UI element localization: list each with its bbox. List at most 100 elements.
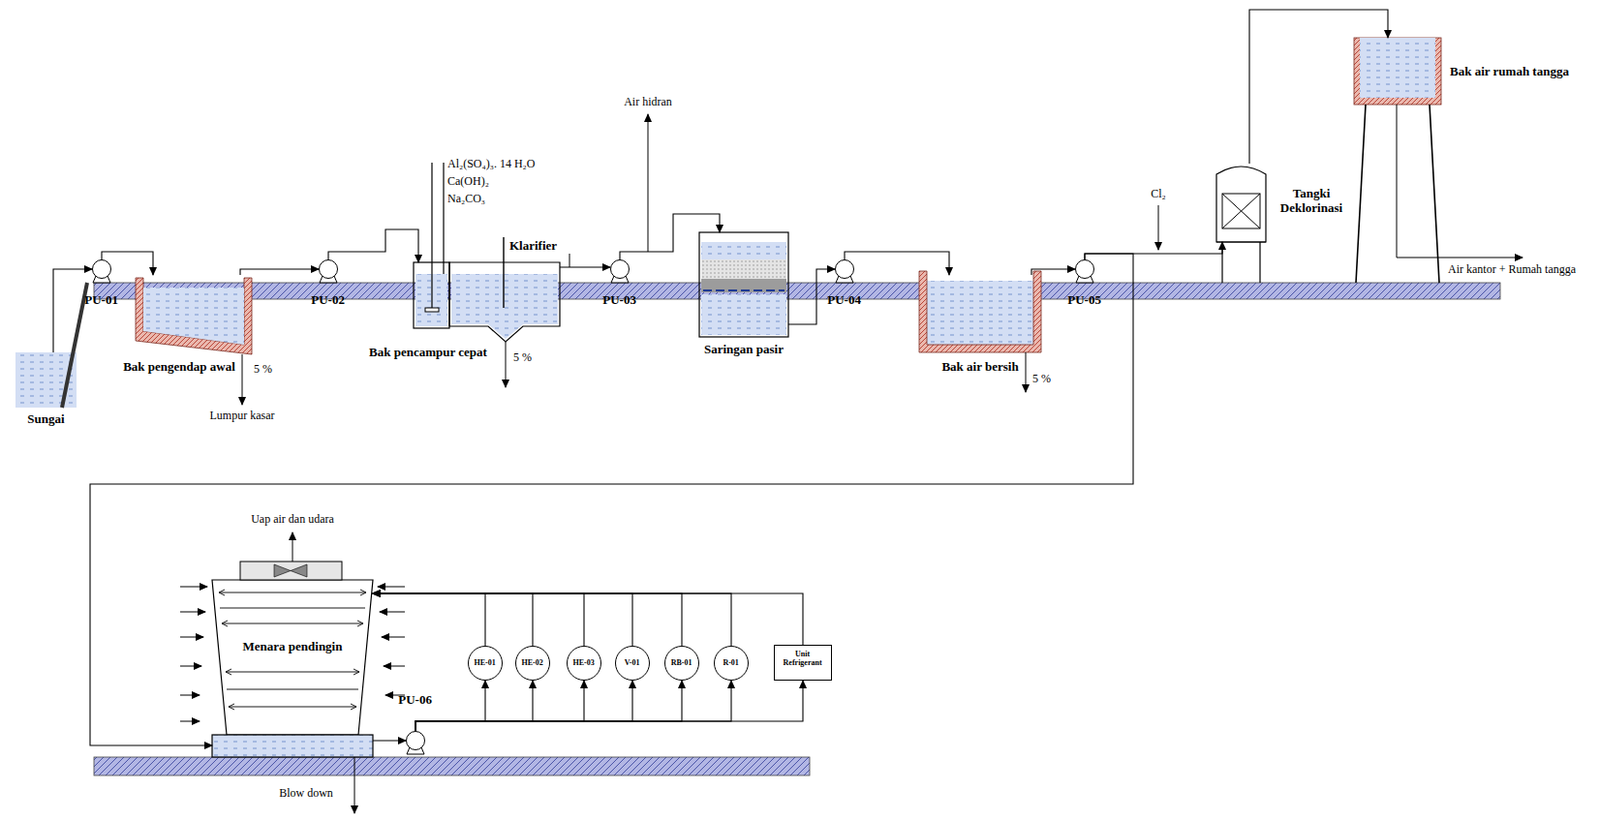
cooling-tower xyxy=(212,580,373,736)
dechlorination-tank xyxy=(1216,166,1266,243)
ground xyxy=(93,282,1501,776)
pump-symbol: PU-05 xyxy=(1075,259,1095,279)
node-label: Bak pengendap awal xyxy=(106,360,252,375)
node-label: HE-02 xyxy=(515,658,551,668)
annotation: Ca(OH)₂ xyxy=(447,174,574,188)
cooling-tower xyxy=(180,695,200,697)
pipe-connector xyxy=(415,680,732,732)
node-label: Klarifier xyxy=(509,239,578,254)
cooling-tower xyxy=(354,757,356,814)
node-label: Unit Refrigerant xyxy=(775,649,831,668)
cooling-tower xyxy=(180,666,202,668)
annotation: Blow down xyxy=(267,786,345,800)
mixer-clarifier xyxy=(425,307,439,312)
cooling-tower xyxy=(240,561,342,581)
annotation: Cl₂ xyxy=(1138,186,1178,201)
cooling-tower xyxy=(180,637,204,639)
pipe-connector xyxy=(415,680,682,732)
sand-filter xyxy=(701,294,787,336)
equipment-circle: R-01 xyxy=(713,646,749,681)
sand-filter xyxy=(701,242,787,260)
pump-symbol: PU-04 xyxy=(834,259,855,279)
pipe-connector xyxy=(372,593,682,647)
pump-symbol: PU-02 xyxy=(318,259,339,279)
node-label: PU-03 xyxy=(590,293,649,308)
pipe-connector xyxy=(415,680,633,732)
clean-water-tank xyxy=(926,280,1034,345)
mixer-clarifier xyxy=(505,341,507,388)
cooling-tower xyxy=(292,532,294,562)
river: Sungai xyxy=(15,352,77,408)
pipe-connector xyxy=(559,266,611,268)
sand-filter xyxy=(701,259,787,279)
pipe-connector xyxy=(415,680,803,732)
ground xyxy=(93,282,1501,300)
node-label: PU-01 xyxy=(72,293,131,308)
node-label: Sungai xyxy=(5,412,87,428)
node-label: Bak air rumah tangga xyxy=(1449,64,1596,80)
hydrant-line xyxy=(647,114,649,252)
pipe-connector xyxy=(372,593,585,647)
node-label: V-01 xyxy=(615,658,650,668)
pipe-connector xyxy=(1084,242,1223,260)
sand-filter xyxy=(701,278,787,293)
node-label: HE-01 xyxy=(467,658,503,668)
river xyxy=(61,282,88,408)
dechlorination-tank: Tangki Deklorinasi xyxy=(1216,163,1266,243)
cooling-tower xyxy=(180,721,200,723)
settling-tank xyxy=(143,287,245,345)
cooling-tower xyxy=(180,532,405,814)
annotation: 5 % xyxy=(1032,371,1072,386)
annotation: Na₂CO₃ xyxy=(447,191,574,206)
equipment-circle: HE-01 xyxy=(467,646,503,681)
sand-filter xyxy=(699,232,789,338)
mixer-clarifier xyxy=(569,253,571,268)
annotation: Lumpur kasar xyxy=(193,408,291,423)
pipe-connector xyxy=(372,593,533,647)
clean-water-tank xyxy=(1025,352,1027,393)
sand-filter xyxy=(703,289,785,292)
pipe-connector xyxy=(372,593,633,647)
pump-symbol: PU-01 xyxy=(92,259,112,279)
water-tower xyxy=(1359,37,1436,98)
settling-tank: Bak pengendap awal xyxy=(135,275,252,353)
equipment-circle: HE-02 xyxy=(515,646,551,681)
river xyxy=(15,282,88,408)
mixer-clarifier xyxy=(451,274,558,339)
pipe-connector xyxy=(372,593,732,647)
node-label: PU-04 xyxy=(815,293,874,308)
pipe-connector xyxy=(1249,9,1388,164)
annotation: 5 % xyxy=(253,362,293,376)
mixer-clarifier xyxy=(442,162,444,275)
sand-filter xyxy=(699,232,789,338)
node-label: R-01 xyxy=(713,658,749,668)
node-label: RB-01 xyxy=(664,658,700,668)
settling-tank xyxy=(242,354,244,405)
pipe-connector xyxy=(372,593,486,647)
pipe-connector xyxy=(372,739,406,741)
equipment-circle: V-01 xyxy=(615,646,650,681)
pump-symbol: PU-06 xyxy=(405,731,426,751)
mixer-clarifier xyxy=(502,237,504,308)
hydrant-line xyxy=(647,114,649,252)
dechlorination-tank xyxy=(1216,242,1266,283)
water-tower xyxy=(1353,37,1442,105)
pipe-connector xyxy=(619,214,720,260)
equipment-circle: RB-01 xyxy=(664,646,700,681)
node-label: HE-03 xyxy=(566,658,602,668)
clean-water-tank xyxy=(919,271,1042,393)
clean-water-tank: Bak air bersih xyxy=(919,275,1042,353)
sand-filter: Saringan pasir xyxy=(699,232,789,338)
cooling-tower xyxy=(381,637,405,639)
cooling-tower: Menara pendingin xyxy=(212,580,373,758)
cooling-tower xyxy=(212,735,373,758)
node-label: PU-05 xyxy=(1055,293,1114,308)
clarifier: Klarifier xyxy=(449,262,560,327)
node-label: Bak air bersih xyxy=(907,360,1053,375)
water-tower xyxy=(1396,104,1523,258)
dechlorination-tank xyxy=(1222,193,1261,229)
dechlorination-tank xyxy=(1222,193,1261,229)
cooling-tower xyxy=(274,564,308,578)
node-label: Saringan pasir xyxy=(685,342,802,358)
